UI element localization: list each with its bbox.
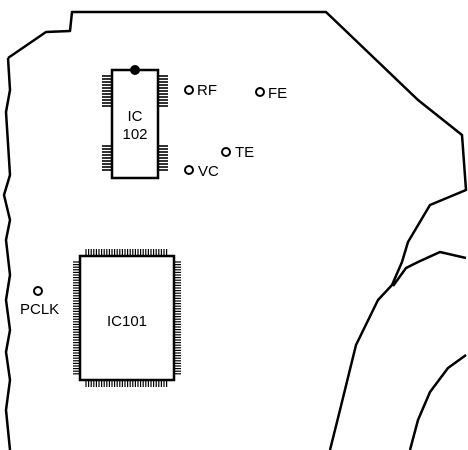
ic101-chip: IC101 xyxy=(73,249,181,387)
ic102-label-line1: IC xyxy=(128,108,143,125)
test-point-pclk-marker xyxy=(33,286,43,296)
test-point-vc-marker xyxy=(184,165,194,175)
test-point-fe-marker xyxy=(255,87,265,97)
board-cutout-lower xyxy=(408,353,467,450)
test-point-rf-label: RF xyxy=(197,82,217,99)
test-point-fe: FE xyxy=(255,85,287,102)
board-outline-left xyxy=(2,57,12,450)
test-point-pclk: PCLK xyxy=(20,286,59,318)
board-outline xyxy=(7,10,468,450)
ic101-body xyxy=(78,254,176,382)
ic102-pins-right xyxy=(158,75,168,171)
test-point-rf: RF xyxy=(184,82,217,99)
ic102-chip: IC 102 xyxy=(102,65,168,180)
test-point-pclk-label: PCLK xyxy=(20,301,59,318)
test-point-vc: VC xyxy=(184,163,219,180)
test-point-te-marker xyxy=(221,147,231,157)
board-cutout-inner xyxy=(391,250,467,287)
test-point-fe-label: FE xyxy=(268,85,287,102)
test-point-rf-marker xyxy=(184,85,194,95)
ic102-pins-left xyxy=(102,75,112,171)
ic102-label-line2: 102 xyxy=(122,126,147,143)
test-point-vc-label: VC xyxy=(198,163,219,180)
ic101-label: IC101 xyxy=(107,313,147,330)
ic102-pin1-marker xyxy=(130,65,140,75)
test-point-te: TE xyxy=(221,144,254,161)
test-point-te-label: TE xyxy=(235,144,254,161)
